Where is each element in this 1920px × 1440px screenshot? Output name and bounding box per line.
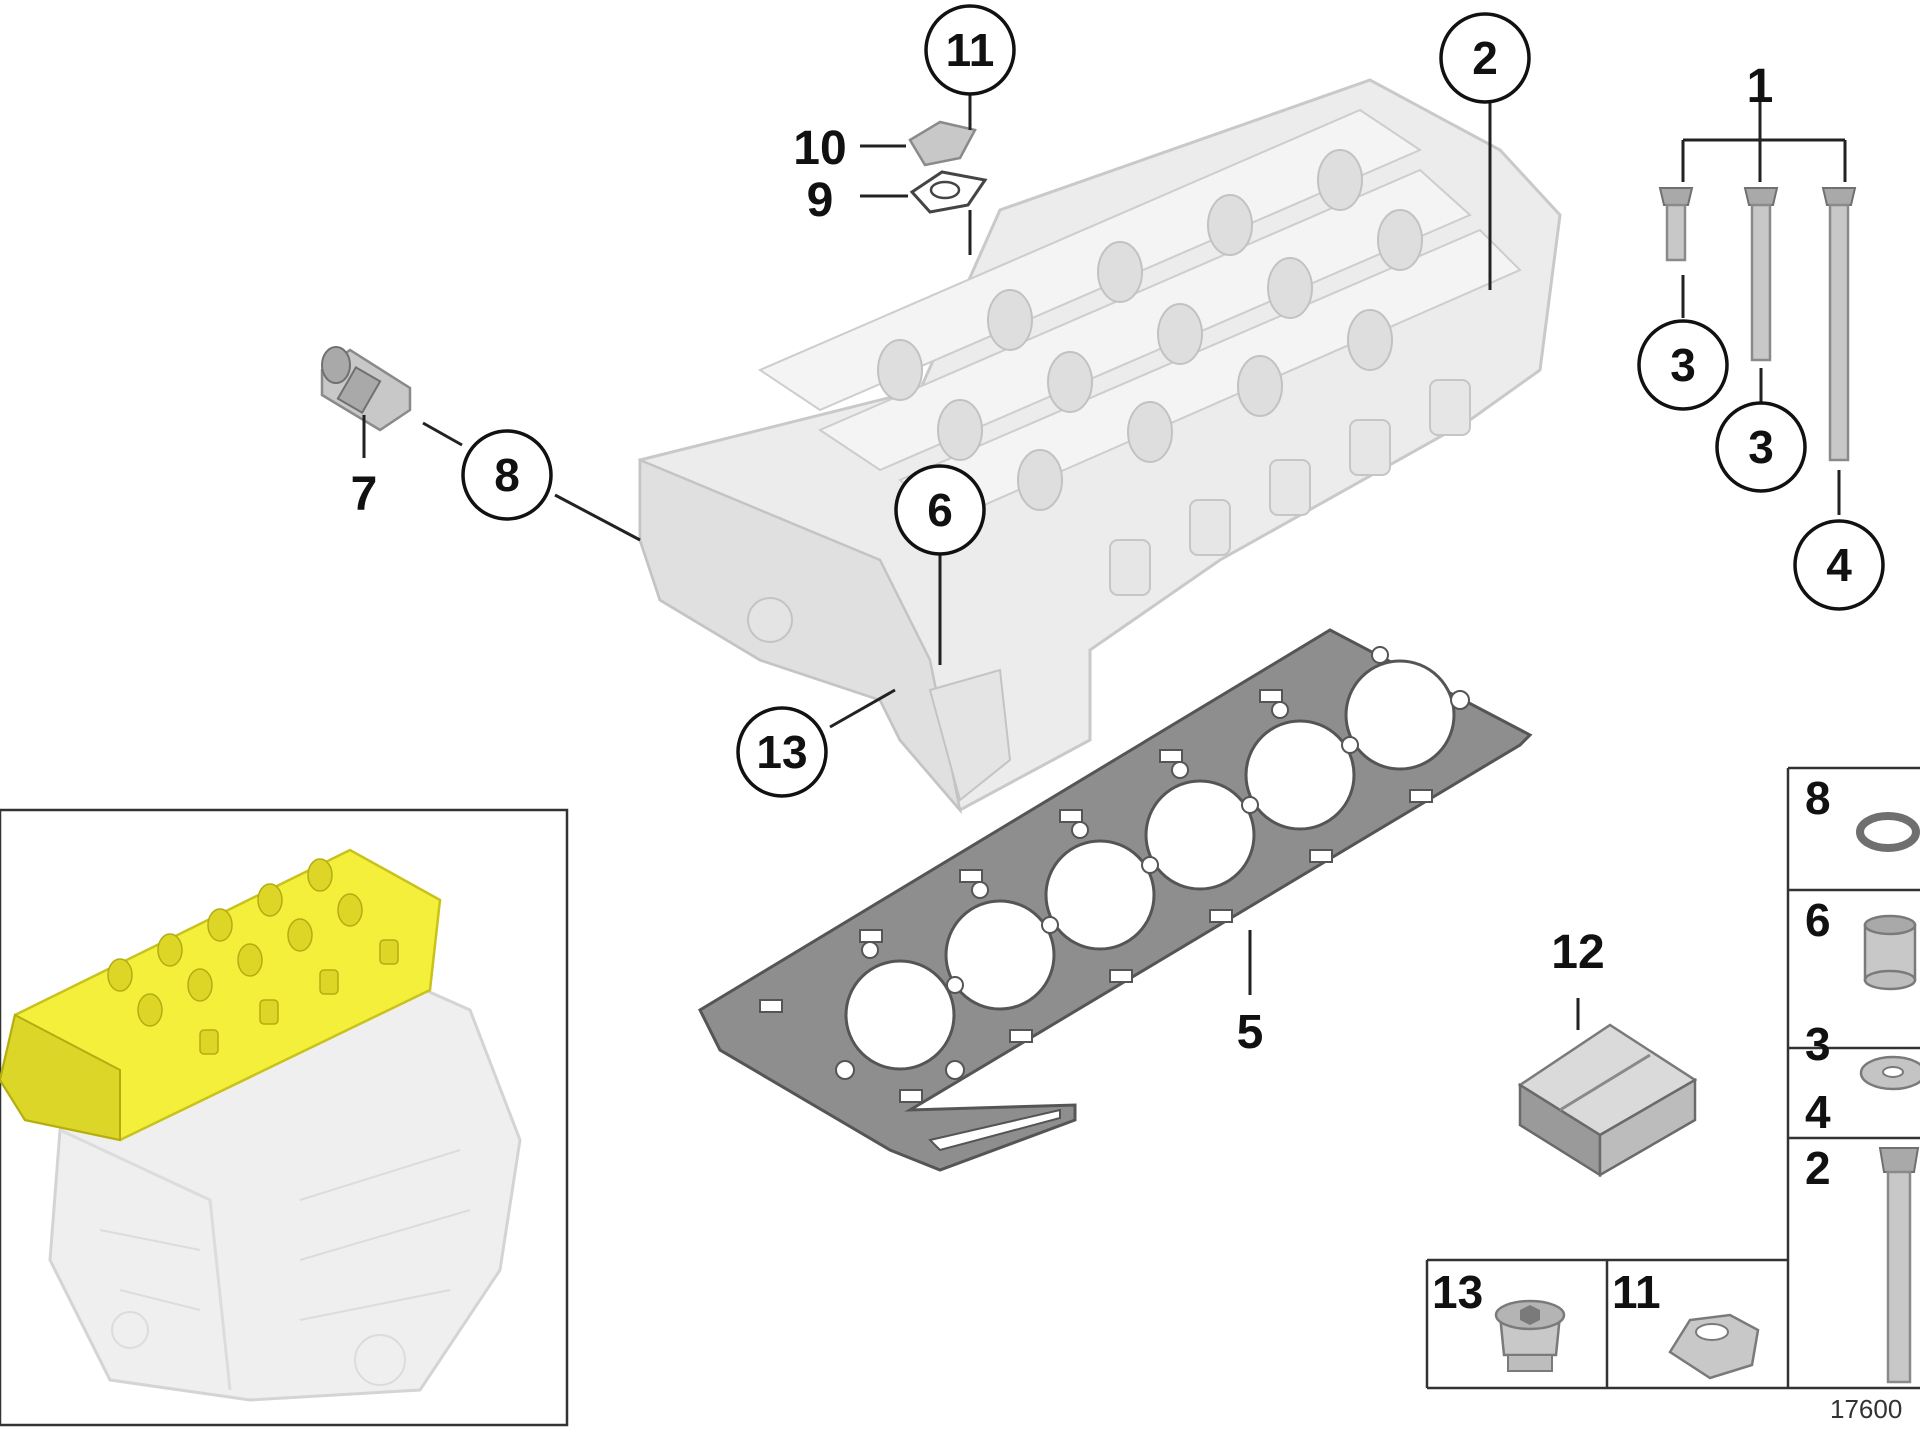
paste-box-icon bbox=[1517, 1023, 1698, 1178]
inset-part-8: 8 bbox=[1805, 772, 1920, 852]
document-number: 17600 bbox=[1830, 1394, 1902, 1424]
svg-text:8: 8 bbox=[1805, 772, 1831, 824]
inset-part-6: 6 bbox=[1805, 894, 1917, 991]
seal-ring-icon bbox=[1856, 812, 1920, 852]
svg-text:2: 2 bbox=[1805, 1142, 1831, 1194]
svg-text:4: 4 bbox=[1805, 1086, 1831, 1138]
svg-text:13: 13 bbox=[1432, 1266, 1483, 1318]
callout-7[interactable]: 7 bbox=[351, 468, 378, 521]
svg-text:3: 3 bbox=[1805, 1018, 1831, 1070]
engine-inset-frame bbox=[0, 808, 569, 1427]
callout-4[interactable]: 4 bbox=[1793, 519, 1885, 611]
bolt-icon bbox=[1658, 187, 1857, 462]
callout-11[interactable]: 11 bbox=[924, 4, 1016, 96]
callout-3a[interactable]: 3 bbox=[1637, 319, 1729, 411]
leader-lines bbox=[362, 95, 1847, 1030]
bolt-icon bbox=[1878, 1147, 1920, 1384]
sleeve-icon bbox=[1863, 914, 1917, 991]
callout-6[interactable]: 6 bbox=[894, 464, 986, 556]
callout-5[interactable]: 5 bbox=[1237, 1006, 1264, 1059]
svg-text:11: 11 bbox=[1612, 1266, 1661, 1318]
inset-part-2: 2 bbox=[1805, 1142, 1920, 1384]
parts-inset-grid bbox=[1425, 766, 1920, 1390]
svg-text:3: 3 bbox=[1670, 339, 1696, 391]
callout-9[interactable]: 9 bbox=[807, 174, 834, 227]
svg-text:6: 6 bbox=[1805, 894, 1831, 946]
inset-part-13: 13 bbox=[1432, 1266, 1566, 1372]
svg-text:11: 11 bbox=[946, 24, 995, 76]
svg-text:3: 3 bbox=[1748, 421, 1774, 473]
svg-text:6: 6 bbox=[927, 484, 953, 536]
callout-3b[interactable]: 3 bbox=[1715, 401, 1807, 493]
callout-1[interactable]: 1 bbox=[1747, 60, 1774, 113]
washer-icon bbox=[1859, 1055, 1920, 1091]
inset-part-11: 11 bbox=[1612, 1266, 1760, 1380]
highlighted-cylinder-head bbox=[0, 848, 442, 1142]
callout-8[interactable]: 8 bbox=[461, 429, 553, 521]
svg-text:13: 13 bbox=[756, 726, 807, 778]
cylinder-head-icon bbox=[638, 78, 1562, 815]
plug-icon bbox=[320, 346, 412, 432]
inset-part-3-4: 3 4 bbox=[1805, 1018, 1920, 1138]
callout-2[interactable]: 2 bbox=[1439, 12, 1531, 104]
svg-text:8: 8 bbox=[494, 449, 520, 501]
cover-plate-icon bbox=[908, 120, 977, 167]
svg-text:2: 2 bbox=[1472, 32, 1498, 84]
head-gasket-icon bbox=[698, 628, 1533, 1172]
nut-icon bbox=[1668, 1313, 1760, 1380]
svg-text:4: 4 bbox=[1826, 539, 1852, 591]
callout-10[interactable]: 10 bbox=[793, 122, 846, 175]
seal-ring-icon bbox=[909, 170, 988, 214]
plug-icon bbox=[1494, 1299, 1566, 1372]
callout-13[interactable]: 13 bbox=[736, 706, 828, 798]
callout-12[interactable]: 12 bbox=[1551, 926, 1604, 979]
